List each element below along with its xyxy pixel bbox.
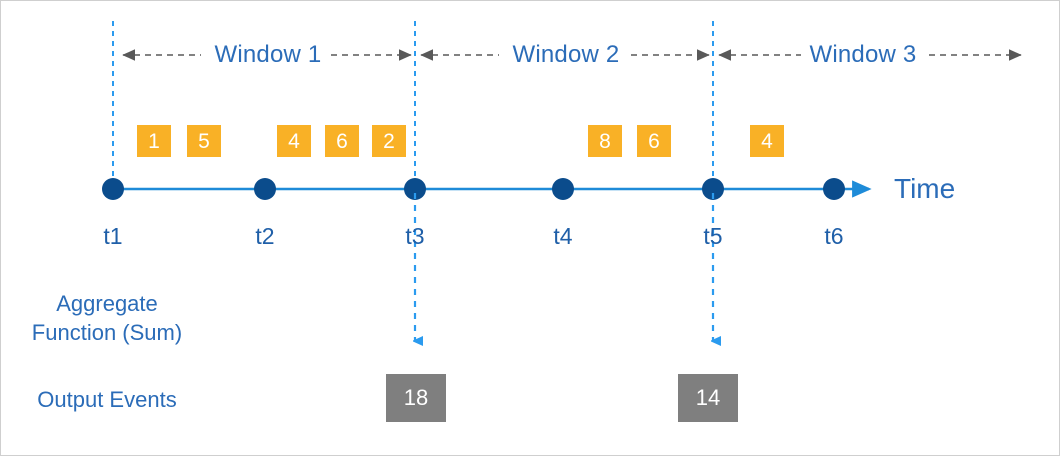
timeline-axis	[102, 178, 872, 200]
timeline-dot-t5	[702, 178, 724, 200]
timeline-dot-t1	[102, 178, 124, 200]
timeline-dot-t3	[404, 178, 426, 200]
aggregate-function-label: Aggregate Function (Sum)	[31, 291, 183, 346]
input-event-chip[interactable]: 1	[137, 125, 171, 157]
axis-tick-t2: t2	[255, 223, 275, 249]
window-label-3: Window 3	[809, 41, 917, 68]
input-event-chip[interactable]: 6	[325, 125, 359, 157]
output-events-label: Output Events	[37, 387, 177, 412]
axis-title-time: Time	[894, 173, 956, 204]
timeline-dot-t6	[823, 178, 845, 200]
axis-tick-t5: t5	[703, 223, 723, 249]
window-boundary-lines	[112, 21, 714, 187]
axis-tick-t6: t6	[824, 223, 844, 249]
input-event-chip[interactable]: 4	[750, 125, 784, 157]
axis-tick-t3: t3	[405, 223, 425, 249]
timeline-dot-t2	[254, 178, 276, 200]
axis-tick-t4: t4	[553, 223, 573, 249]
input-event-chip[interactable]: 5	[187, 125, 221, 157]
input-event-chip[interactable]: 4	[277, 125, 311, 157]
timeline-dot-t4	[552, 178, 574, 200]
output-drop-arrows	[415, 193, 713, 341]
input-event-chip[interactable]: 8	[588, 125, 622, 157]
output-event-chip[interactable]: 14	[678, 374, 738, 422]
input-event-chip[interactable]: 6	[637, 125, 671, 157]
window-label-1: Window 1	[214, 41, 322, 68]
window-label-2: Window 2	[512, 41, 620, 68]
input-event-chip[interactable]: 2	[372, 125, 406, 157]
output-event-chip[interactable]: 18	[386, 374, 446, 422]
axis-tick-t1: t1	[103, 223, 123, 249]
